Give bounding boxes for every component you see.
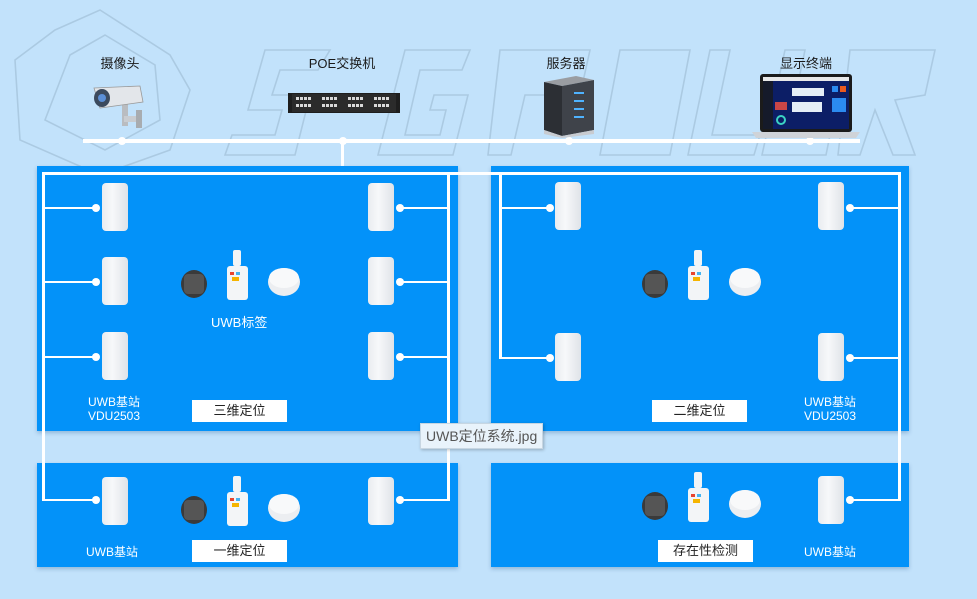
puck-tag-icon (729, 490, 761, 518)
smartwatch-icon (181, 496, 207, 524)
puck-tag-icon (268, 268, 300, 296)
smartwatch-icon (642, 270, 668, 298)
wire (850, 499, 901, 501)
uwb-anchor (102, 332, 128, 380)
camera-icon (93, 85, 144, 128)
anchor-label-presence: UWB基站 (804, 545, 856, 559)
smartwatch-icon (181, 270, 207, 298)
wire (499, 207, 553, 209)
tag-group-3d (181, 250, 300, 300)
panel-bus-left-vertical (42, 172, 45, 501)
anchor-port (396, 204, 404, 212)
anchor-port (846, 204, 854, 212)
switch-label: POE交换机 (308, 56, 376, 71)
anchor-label-3d-line2: VDU2503 (87, 409, 141, 423)
top-network-bus (83, 139, 860, 143)
badge-tag-icon (688, 472, 709, 522)
mode-label-presence: 存在性检测 (658, 540, 753, 562)
bus-node-camera (118, 137, 126, 145)
uwb-anchor (102, 257, 128, 305)
wire (42, 499, 98, 501)
smartwatch-icon (642, 492, 668, 520)
anchor-label-2d: UWB基站 VDU2503 (790, 395, 870, 423)
server-icon (544, 76, 594, 138)
uwb-anchor (368, 332, 394, 380)
badge-tag-icon (227, 250, 248, 300)
anchor-port (92, 204, 100, 212)
filename-tooltip: UWB定位系统.jpg (420, 423, 544, 449)
puck-tag-icon (729, 268, 761, 296)
panel-bus-left (42, 172, 449, 175)
anchor-label-3d-line1: UWB基站 (88, 395, 140, 409)
anchor-port (92, 278, 100, 286)
panel-bus-mid-vertical (447, 172, 450, 501)
anchor-port (92, 353, 100, 361)
anchor-label-1d: UWB基站 (86, 545, 138, 559)
anchor-port (92, 496, 100, 504)
uwb-anchor (555, 333, 581, 381)
display-label: 显示终端 (779, 56, 832, 71)
wire (398, 356, 449, 358)
wire (499, 357, 553, 359)
anchor-label-3d: UWB基站 VDU2503 (74, 395, 154, 423)
badge-tag-icon (227, 476, 248, 526)
anchor-port (546, 204, 554, 212)
anchor-port (396, 353, 404, 361)
badge-tag-icon (688, 250, 709, 300)
mode-label-3d: 三维定位 (192, 400, 287, 422)
server-label: 服务器 (546, 56, 586, 71)
anchor-port (846, 496, 854, 504)
anchor-label-2d-line2: VDU2503 (803, 409, 857, 423)
uwb-anchor (368, 477, 394, 525)
anchor-port (396, 496, 404, 504)
wire (42, 281, 98, 283)
uwb-tag-label: UWB标签 (211, 315, 268, 330)
network-switch-icon (288, 93, 400, 113)
panel-bus-right-vertical (898, 172, 901, 501)
anchor-port (546, 354, 554, 362)
laptop-icon (752, 74, 860, 138)
anchor-port (846, 354, 854, 362)
uwb-anchor (818, 182, 844, 230)
uwb-anchor (368, 183, 394, 231)
wire (850, 357, 901, 359)
wire (850, 207, 901, 209)
uwb-anchor (102, 477, 128, 525)
camera-label: 摄像头 (100, 56, 140, 71)
wire (398, 207, 449, 209)
uwb-anchor (818, 333, 844, 381)
panel-bus-right (449, 172, 901, 175)
mode-label-2d: 二维定位 (652, 400, 747, 422)
uwb-anchor (555, 182, 581, 230)
uwb-anchor (818, 476, 844, 524)
tag-group-presence (642, 472, 761, 522)
mode-label-1d: 一维定位 (192, 540, 287, 562)
wire (398, 281, 449, 283)
tag-group-2d (642, 250, 761, 300)
bus-node-server (565, 137, 573, 145)
bus-drop-to-panels (341, 141, 344, 174)
uwb-anchor (368, 257, 394, 305)
tag-group-1d (181, 476, 300, 526)
wire (42, 356, 98, 358)
panel-bus-2d-left-vertical (499, 172, 502, 359)
puck-tag-icon (268, 494, 300, 522)
anchor-label-2d-line1: UWB基站 (804, 395, 856, 409)
wire (398, 499, 449, 501)
anchor-port (396, 278, 404, 286)
bus-node-display (806, 137, 814, 145)
uwb-anchor (102, 183, 128, 231)
wire (42, 207, 98, 209)
